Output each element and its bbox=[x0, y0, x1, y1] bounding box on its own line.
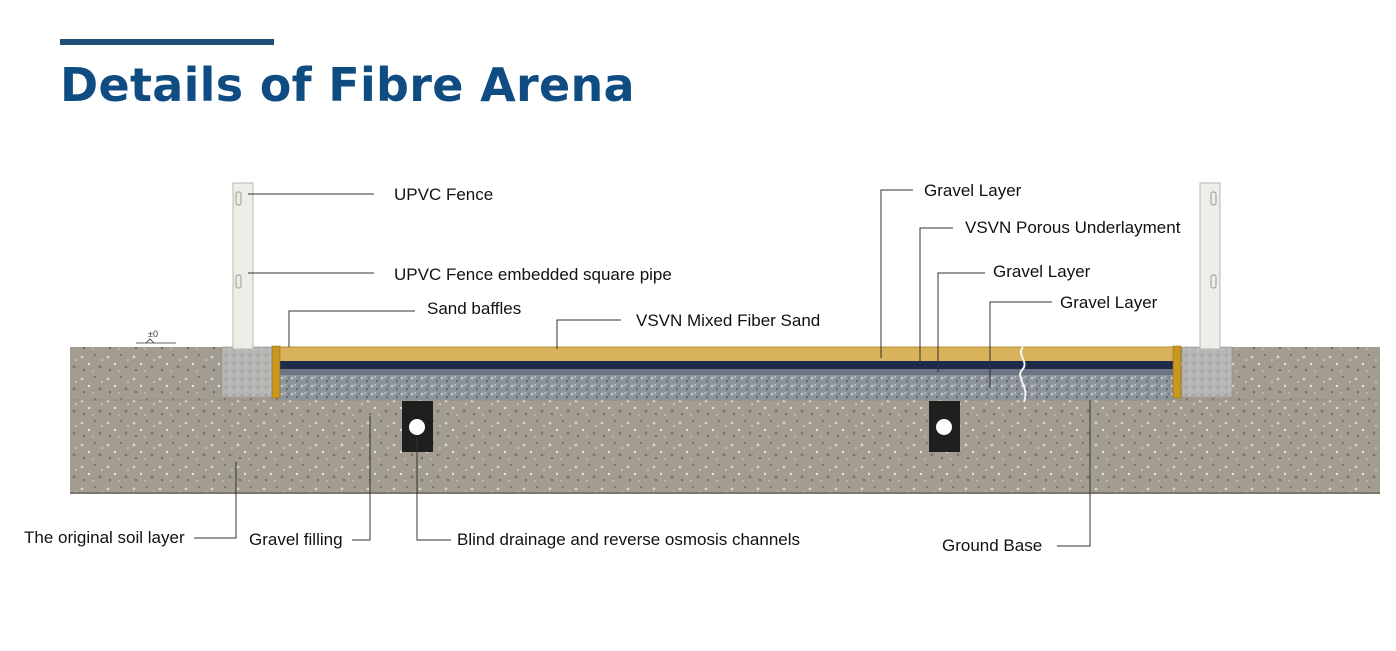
left-upvc-fence-post bbox=[232, 182, 254, 350]
left-sand-baffle bbox=[271, 345, 281, 399]
leader-lines bbox=[194, 189, 1091, 547]
right-upvc-fence-post bbox=[1199, 182, 1221, 350]
wavy-conduit bbox=[1019, 346, 1027, 403]
title-accent-rule bbox=[60, 39, 274, 45]
label-fence-embedded-pipe: UPVC Fence embedded square pipe bbox=[394, 265, 672, 284]
left-concrete-footing bbox=[221, 346, 275, 398]
mixed-fiber-sand-layer bbox=[280, 347, 1173, 361]
page-title: Details of Fibre Arena bbox=[60, 58, 635, 112]
porous-underlayment-layer bbox=[280, 361, 1173, 369]
label-gravel-layer-2: Gravel Layer bbox=[993, 262, 1091, 281]
level-mark: ±0 bbox=[148, 329, 158, 339]
label-original-soil-layer: The original soil layer bbox=[24, 528, 185, 547]
label-sand-baffles: Sand baffles bbox=[427, 299, 522, 318]
label-mixed-fiber-sand: VSVN Mixed Fiber Sand bbox=[636, 311, 821, 330]
gravel-layer-fine bbox=[280, 369, 1173, 375]
label-upvc-fence: UPVC Fence bbox=[394, 185, 494, 204]
label-gravel-filling: Gravel filling bbox=[249, 530, 343, 549]
label-gravel-layer-3: Gravel Layer bbox=[1060, 293, 1158, 312]
label-ground-base: Ground Base bbox=[942, 536, 1043, 555]
right-concrete-footing bbox=[1181, 346, 1233, 398]
right-sand-baffle bbox=[1172, 345, 1182, 399]
label-blind-drainage: Blind drainage and reverse osmosis chann… bbox=[457, 530, 801, 549]
label-porous-underlayment: VSVN Porous Underlayment bbox=[965, 218, 1181, 237]
label-gravel-layer-1: Gravel Layer bbox=[924, 181, 1022, 200]
